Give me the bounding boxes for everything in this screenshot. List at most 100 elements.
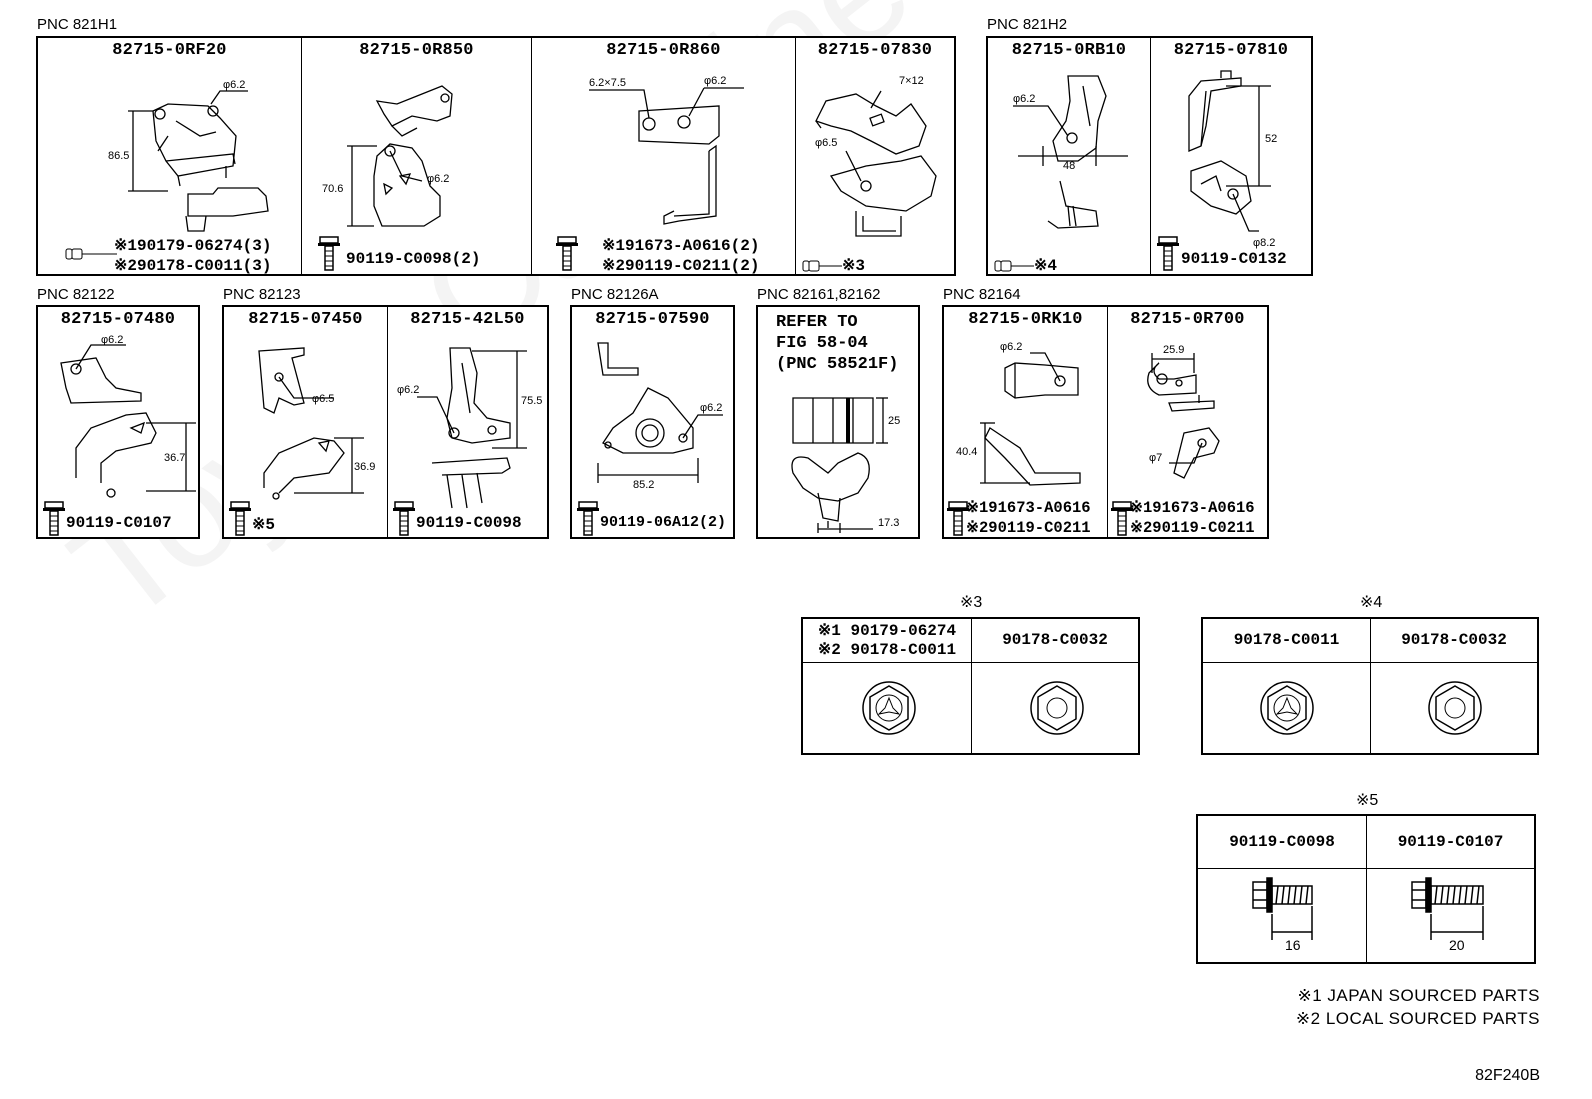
part-cell[interactable]: 82715-42L50 φ6.2 75.5 90119-C0098 xyxy=(387,307,547,537)
svg-text:40.4: 40.4 xyxy=(956,446,977,458)
svg-text:85.2: 85.2 xyxy=(633,479,654,491)
part-number[interactable]: 82715-0R860 xyxy=(606,41,721,60)
table-title: ※3 xyxy=(960,594,983,611)
part-cell[interactable]: 82715-0R850 φ6.2 70.6 90119-C0098(2) xyxy=(301,38,531,274)
part-number[interactable]: 90119-C0098 xyxy=(1229,832,1335,851)
svg-text:φ6.2: φ6.2 xyxy=(427,173,449,185)
part-cell[interactable]: REFER TO FIG 58-04 (PNC 58521F) 25 17.3 xyxy=(758,307,918,537)
table-title: ※4 xyxy=(1360,594,1383,611)
table-header: 90178-C0032 xyxy=(972,619,1138,663)
fastener-label[interactable]: ※191673-A0616(2) xyxy=(602,237,760,255)
pnc-label: PNC 82123 xyxy=(223,286,301,303)
part-number[interactable]: 82715-07810 xyxy=(1173,41,1289,60)
pnc-group-box: 82715-07450 φ6.5 36.9 ※5 82715-42L50 xyxy=(222,305,549,539)
pnc-label: PNC 821H2 xyxy=(987,16,1068,33)
svg-text:φ6.2: φ6.2 xyxy=(223,79,245,91)
part-number[interactable]: 82715-0RB10 xyxy=(1011,41,1127,60)
part-cell[interactable]: 82715-0RF20 φ6.2 86.5 ※190179-06274(3) ※… xyxy=(38,38,301,275)
bracket-drawing: 6.2×7.5 φ6.2 xyxy=(589,75,784,234)
part-number[interactable]: 90178-C0011 xyxy=(1233,631,1340,649)
part-number[interactable]: 82715-07480 xyxy=(60,310,176,329)
fastener-label[interactable]: 90119-C0132 xyxy=(1181,250,1287,268)
part-number[interactable]: 82715-0R850 xyxy=(359,41,474,60)
fastener-label[interactable]: ※191673-A0616 xyxy=(1130,499,1255,517)
table-column[interactable]: 90119-C0107 20 xyxy=(1366,816,1534,962)
bracket-drawing: φ6.2 36.7 xyxy=(46,334,196,503)
table-title: ※5 xyxy=(1356,792,1379,809)
nut-icon xyxy=(1427,680,1483,736)
bolt-icon xyxy=(318,235,340,271)
bracket-drawing: φ6.2 70.6 xyxy=(322,66,522,234)
part-number[interactable]: 82715-0RK10 xyxy=(968,310,1083,329)
table-header: 90119-C0107 xyxy=(1367,816,1534,869)
fastener-label[interactable]: ※290119-C0211 xyxy=(1130,519,1255,537)
nut-icon xyxy=(1029,680,1085,736)
bracket-drawing: φ6.2 48 xyxy=(1013,66,1148,241)
fastener-label[interactable]: 90119-C0098(2) xyxy=(346,250,481,268)
part-cell[interactable]: 82715-07830 7×12 φ6.5 ※3 xyxy=(795,38,954,275)
part-number[interactable]: 82715-07830 xyxy=(817,41,933,60)
pnc-label: PNC 82164 xyxy=(943,286,1021,303)
bolt-icon xyxy=(43,500,65,536)
bolt-icon xyxy=(947,500,969,536)
refer-note[interactable]: REFER TO FIG 58-04 (PNC 58521F) xyxy=(776,313,899,374)
pnc-group-box: 82715-07590 φ6.2 85.2 90119-06A12(2) xyxy=(570,305,735,539)
part-number[interactable]: 90119-C0107 xyxy=(1397,832,1504,851)
part-cell[interactable]: 82715-07590 φ6.2 85.2 90119-06A12(2) xyxy=(572,307,733,537)
table-column[interactable]: 90119-C0098 16 xyxy=(1198,816,1366,962)
part-cell[interactable]: 82715-0RK10 φ6.2 40.4 ※191673-A0616 ※290… xyxy=(944,307,1107,537)
bracket-drawing: φ6.2 40.4 xyxy=(956,341,1105,498)
part-cell[interactable]: 82715-07810 52 φ8.2 90119-C0132 xyxy=(1150,38,1311,274)
part-cell[interactable]: 82715-0RB10 φ6.2 48 ※4 xyxy=(988,38,1150,275)
part-number[interactable]: 82715-0RF20 xyxy=(112,41,227,60)
nut-icon xyxy=(994,260,1034,272)
fastener-label[interactable]: ※290178-C0011(3) xyxy=(114,257,272,275)
part-number[interactable]: 90178-C0032 xyxy=(1401,631,1507,649)
fastener-label[interactable]: 90119-C0107 xyxy=(66,514,172,532)
nut-icon xyxy=(861,680,917,736)
fastener-label[interactable]: ※191673-A0616 xyxy=(966,499,1091,517)
legend-note: ※1 JAPAN SOURCED PARTS xyxy=(1297,986,1540,1005)
table-column[interactable]: 90178-C0032 xyxy=(971,619,1138,753)
bracket-drawing: φ6.5 36.9 xyxy=(234,333,375,503)
fastener-label[interactable]: 90119-C0098 xyxy=(416,514,522,532)
part-cell[interactable]: 82715-0R700 25.9 φ7 ※191673-A0616 ※29011… xyxy=(1107,307,1267,537)
svg-text:φ6.5: φ6.5 xyxy=(815,137,837,149)
fastener-label[interactable]: ※290119-C0211 xyxy=(966,519,1091,537)
svg-text:86.5: 86.5 xyxy=(108,150,129,162)
nut-icon xyxy=(65,248,117,260)
table-column[interactable]: ※1 90179-06274 ※2 90178-C0011 xyxy=(803,619,971,753)
pnc-label: PNC 82161,82162 xyxy=(757,286,881,303)
bolt-icon xyxy=(577,500,599,536)
fastener-label[interactable]: ※290119-C0211(2) xyxy=(602,257,760,275)
part-number[interactable]: 82715-0R700 xyxy=(1130,310,1245,329)
fastener-label[interactable]: ※5 xyxy=(252,516,276,534)
part-number[interactable]: ※1 90179-06274 xyxy=(817,621,957,640)
part-cell[interactable]: 82715-07480 φ6.2 36.7 90119-C0107 xyxy=(38,307,198,537)
svg-text:20: 20 xyxy=(1449,937,1465,953)
svg-text:17.3: 17.3 xyxy=(878,517,899,529)
table-header: 90178-C0011 xyxy=(1203,619,1370,663)
svg-text:φ6.2: φ6.2 xyxy=(1013,93,1035,105)
bracket-drawing: φ6.2 75.5 xyxy=(397,333,542,503)
nut-icon xyxy=(802,260,842,272)
svg-text:75.5: 75.5 xyxy=(521,395,542,407)
part-cell[interactable]: 82715-07450 φ6.5 36.9 ※5 xyxy=(224,307,387,537)
part-number[interactable]: 82715-07590 xyxy=(595,310,710,329)
table-column[interactable]: 90178-C0011 xyxy=(1203,619,1370,753)
fastener-label[interactable]: ※4 xyxy=(1034,257,1058,275)
pnc-group-box: REFER TO FIG 58-04 (PNC 58521F) 25 17.3 xyxy=(756,305,920,539)
clip-drawing: 25 17.3 xyxy=(778,393,900,533)
table-column[interactable]: 90178-C0032 xyxy=(1370,619,1537,753)
bolt-icon xyxy=(393,500,415,536)
part-cell[interactable]: 82715-0R860 6.2×7.5 φ6.2 ※191673-A0616(2… xyxy=(531,38,795,275)
fastener-label[interactable]: 90119-06A12(2) xyxy=(600,514,727,531)
part-number[interactable]: ※2 90178-C0011 xyxy=(817,640,957,659)
part-number[interactable]: 82715-42L50 xyxy=(410,310,525,329)
fastener-label[interactable]: ※3 xyxy=(842,257,866,275)
svg-text:φ6.2: φ6.2 xyxy=(1000,341,1022,353)
part-number[interactable]: 90178-C0032 xyxy=(1002,631,1108,649)
fastener-label[interactable]: ※190179-06274(3) xyxy=(114,237,272,255)
part-number[interactable]: 82715-07450 xyxy=(248,310,363,329)
bolt-icon xyxy=(1111,500,1133,536)
